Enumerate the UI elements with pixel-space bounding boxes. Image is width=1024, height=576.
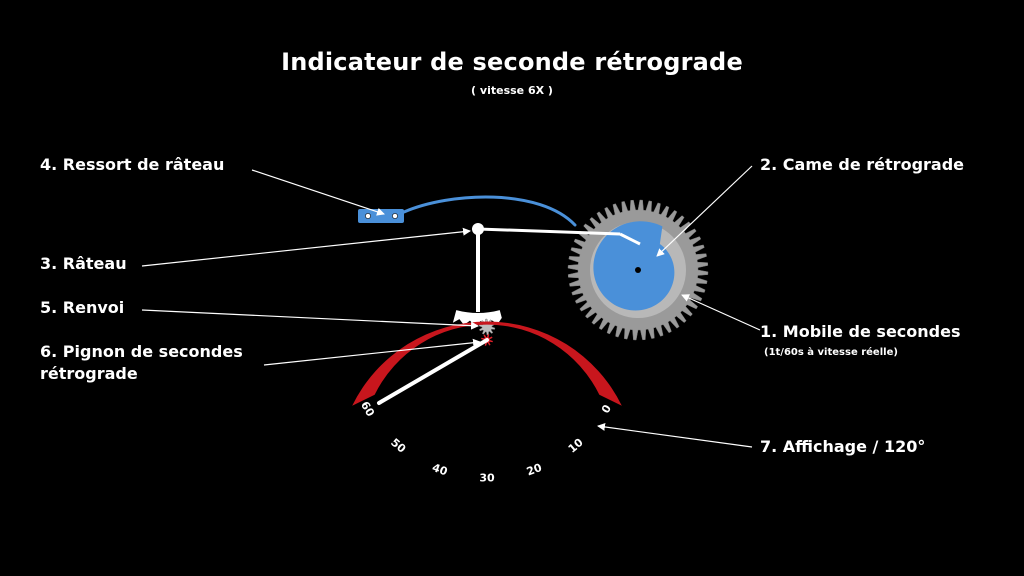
rake-spring: [358, 195, 577, 227]
retrograde-cam: [593, 221, 675, 311]
diagram-title: Indicateur de seconde rétrograde: [281, 48, 743, 76]
label-affichage: 7. Affichage / 120°: [760, 437, 926, 456]
leader-pignon: [263, 338, 481, 366]
spring-block: [358, 209, 404, 223]
label-ressort: 4. Ressort de râteau: [40, 155, 225, 174]
spring-wire: [402, 195, 577, 227]
label-mobile: 1. Mobile de secondes: [760, 322, 961, 341]
callout-lines: [141, 165, 761, 448]
label-pignon-line2: rétrograde: [40, 364, 138, 383]
dial-numeral-40: 40: [430, 461, 449, 479]
dial-numeral-30: 30: [479, 472, 495, 485]
leader-ressort: [251, 169, 385, 216]
label-came: 2. Came de rétrograde: [760, 155, 965, 174]
leader-rateau: [141, 227, 471, 267]
dial-numeral-0: 0: [599, 402, 614, 415]
dial-numeral-50: 50: [388, 436, 408, 456]
cam-center: [635, 267, 641, 273]
dial-numeral-10: 10: [566, 436, 586, 456]
leader-mobile: [681, 294, 761, 331]
leader-came: [656, 165, 753, 257]
dial-arc: [352, 321, 622, 406]
intermediate-wheel: [478, 318, 496, 336]
rake-arm-tip: [619, 232, 641, 246]
rake: [452, 223, 641, 326]
label-rateau: 3. Râteau: [40, 254, 127, 273]
label-renvoi: 5. Renvoi: [40, 298, 125, 317]
label-pignon-line1: 6. Pignon de secondes: [40, 342, 243, 361]
leader-renvoi: [141, 309, 479, 330]
dial-numerals: 0 10 20 30 40 50 60: [358, 399, 614, 484]
spring-screw-right: [392, 213, 398, 219]
rake-pivot: [472, 223, 484, 235]
dial-numeral-20: 20: [525, 461, 544, 479]
diagram-subtitle: ( vitesse 6X ): [471, 84, 553, 97]
dial-numeral-60: 60: [358, 399, 377, 419]
leader-affichage: [597, 422, 753, 448]
rake-arm-horizontal: [477, 227, 621, 236]
spring-screw-left: [365, 213, 371, 219]
label-mobile-note: (1t/60s à vitesse réelle): [764, 347, 898, 358]
seconds-hand: [377, 338, 489, 405]
